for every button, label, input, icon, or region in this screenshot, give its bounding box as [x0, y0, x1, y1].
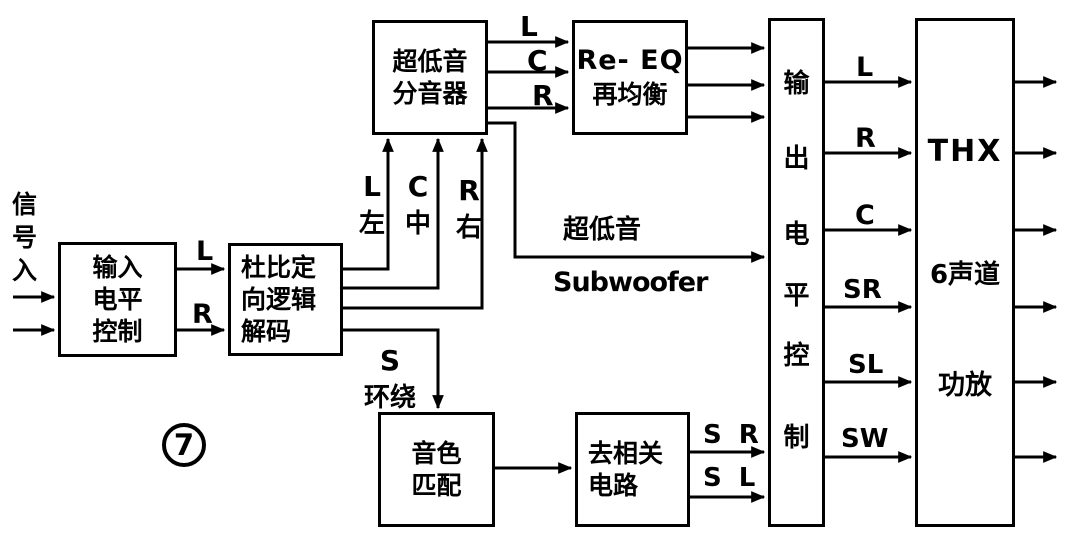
box-line: 再均衡 — [592, 79, 668, 109]
box-dolby-prologic-decoder: 杜比定 向逻辑 解码 — [228, 243, 343, 356]
box-timbre-matching: 音色 匹配 — [378, 412, 495, 527]
label-left-channel-up: L 左 — [352, 170, 392, 240]
box-line: 匹配 — [411, 470, 462, 500]
label-left-cn: 左 — [358, 209, 385, 239]
label-surround: S 环绕 — [358, 344, 422, 414]
figure-number: 7 — [173, 428, 195, 462]
label-surround-cn: 环绕 — [363, 383, 416, 413]
box-re-eq: Re- EQ 再均衡 — [572, 20, 688, 135]
box-line: 电路 — [588, 470, 639, 500]
box-line: 杜比定 — [241, 252, 317, 282]
figure-number-circled: 7 — [162, 423, 206, 467]
box-char: 电 — [783, 220, 810, 250]
label-channel-sl: SL — [848, 350, 884, 380]
signal-in-char: 号 — [12, 223, 38, 252]
box-line: THX — [927, 134, 1003, 169]
box-decorrelation-circuit: 去相关 电路 — [575, 412, 690, 527]
wire-decoder-c-up — [341, 137, 444, 290]
label-c: C — [407, 170, 429, 203]
label-channel-r: R — [855, 123, 876, 154]
box-input-level-control: 输入 电平 控制 — [58, 242, 177, 357]
box-line: 去相关 — [588, 438, 664, 468]
box-line: 功放 — [938, 370, 992, 401]
label-channel-l: L — [856, 52, 874, 83]
label-input-l: L — [196, 236, 214, 267]
label-center-cn: 中 — [404, 209, 431, 239]
label-subwoofer-cn: 超低音 — [563, 215, 642, 245]
box-line: 电平 — [92, 284, 143, 314]
label-mid-l: L — [520, 10, 538, 43]
label-mid-c: C — [527, 44, 548, 77]
signal-in-char: 信 — [12, 190, 38, 219]
box-char: 出 — [783, 144, 810, 174]
box-subwoofer-crossover: 超低音 分音器 — [372, 20, 488, 135]
box-char: 输 — [783, 69, 810, 99]
box-char: 制 — [783, 423, 810, 453]
box-line: 向逻辑 — [241, 284, 317, 314]
wire-decoder-l-up — [341, 137, 394, 271]
box-line: 超低音 — [392, 46, 468, 76]
wire-decoder-r-up — [341, 137, 488, 310]
label-channel-sw: SW — [841, 424, 889, 454]
box-line: Re- EQ — [576, 45, 684, 77]
label-l: L — [363, 170, 381, 203]
box-line: 6声道 — [929, 260, 1001, 290]
label-s: S — [379, 344, 401, 377]
signal-in-label: 信 号 入 — [12, 188, 37, 287]
label-r: R — [458, 174, 480, 207]
box-line: 分音器 — [392, 78, 468, 108]
label-mid-r: R — [532, 79, 554, 112]
box-char: 平 — [783, 281, 810, 311]
label-right-cn: 右 — [455, 213, 482, 243]
box-line: 输入 — [92, 252, 143, 282]
label-center-channel-up: C 中 — [398, 170, 438, 240]
signal-in-char: 入 — [12, 256, 38, 285]
label-input-r: R — [192, 299, 213, 330]
label-channel-sr: SR — [843, 275, 882, 305]
label-subwoofer-en: Subwoofer — [553, 267, 708, 298]
box-output-level-control: 输 出 电 平 控 制 — [768, 18, 825, 527]
label-sl-feed: S L — [703, 463, 760, 493]
label-sr-feed: S R — [703, 420, 763, 450]
box-char: 控 — [783, 341, 810, 371]
label-channel-c: C — [855, 200, 875, 231]
box-thx-amplifier: THX 6声道 功放 — [915, 18, 1015, 527]
label-right-channel-up: R 右 — [448, 174, 490, 244]
box-line: 音色 — [411, 438, 462, 468]
box-line: 解码 — [241, 316, 292, 346]
wire-decoder-s-down — [341, 328, 444, 410]
wire-subwoofer — [488, 121, 766, 263]
box-line: 控制 — [92, 316, 143, 346]
